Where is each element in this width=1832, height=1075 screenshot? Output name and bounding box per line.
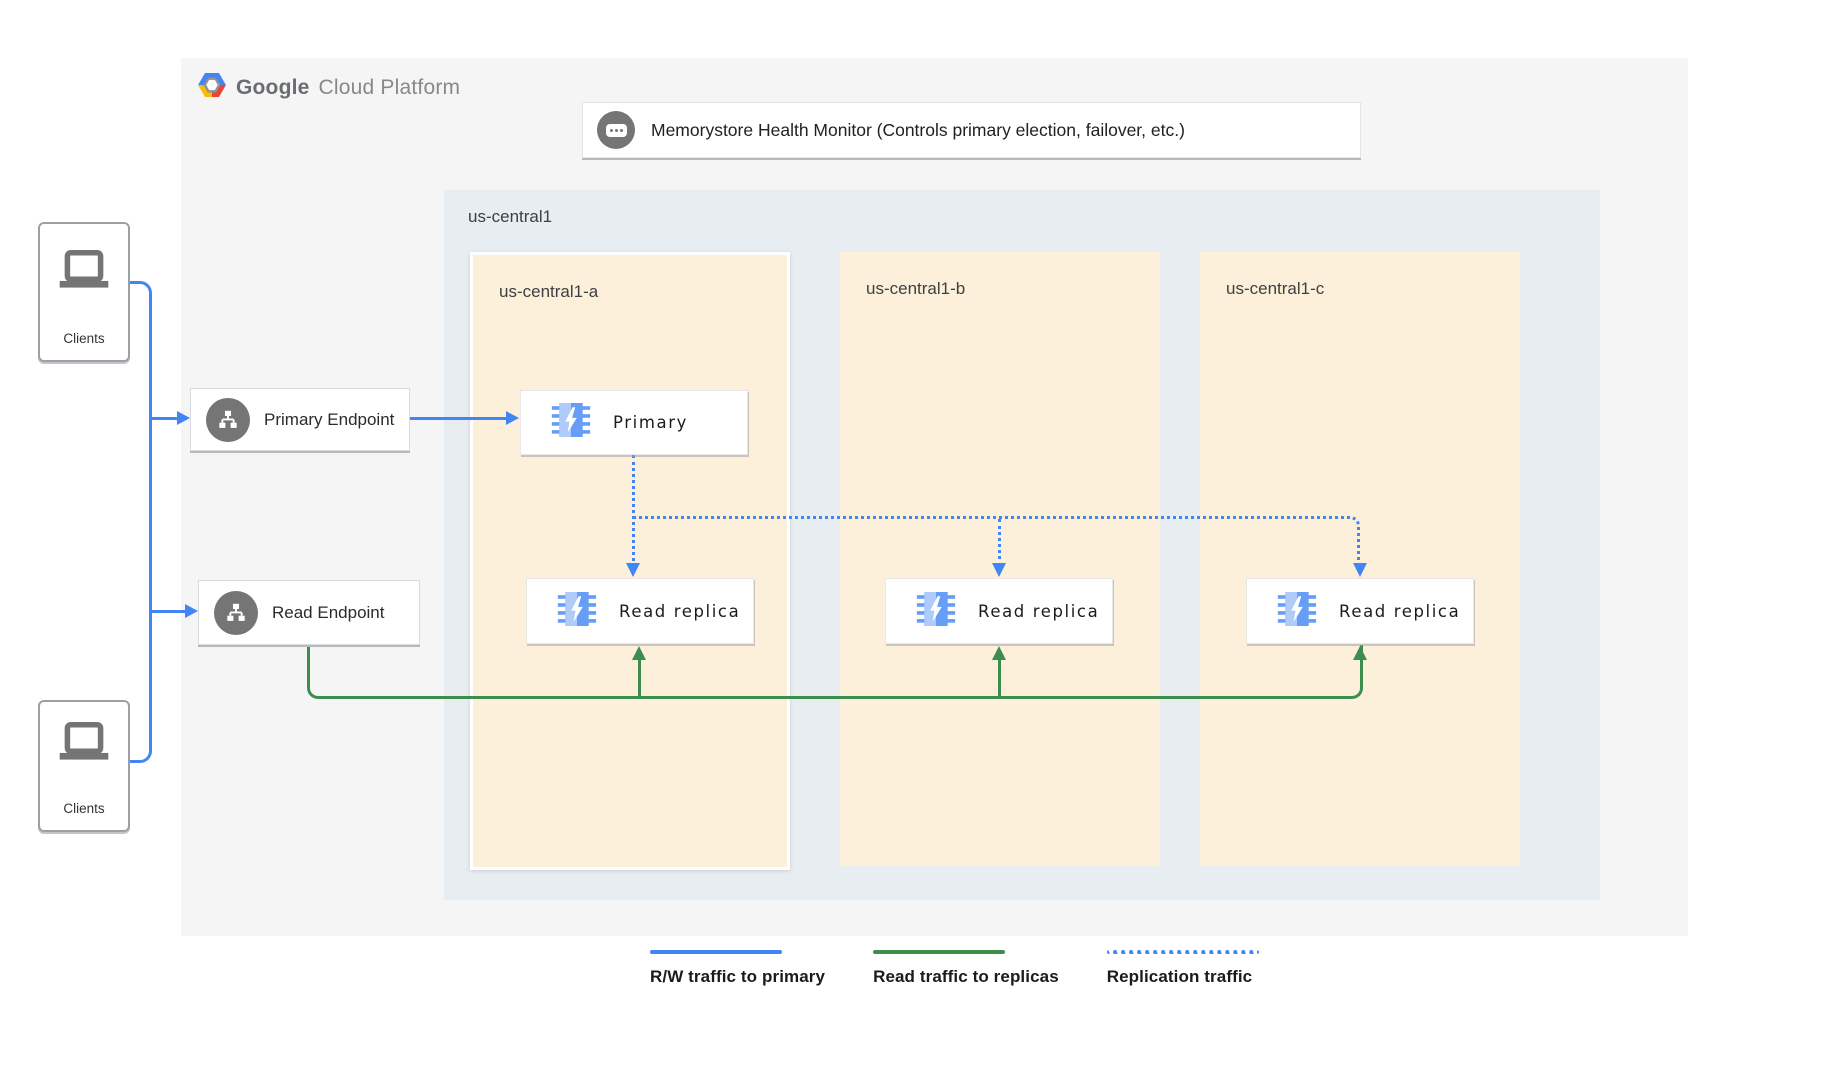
memorystore-icon: [557, 591, 597, 631]
clients-label: Clients: [63, 331, 105, 346]
ellipsis-monitor-icon: [597, 111, 635, 149]
read-replica-node-a: Read replica: [526, 578, 754, 644]
read-replica-label: Read replica: [1339, 601, 1461, 621]
rw-arrowhead-primary-endpoint: [177, 411, 190, 425]
read-traffic-vertical-a: [638, 659, 641, 699]
health-monitor-label: Memorystore Health Monitor (Controls pri…: [651, 119, 1185, 140]
legend-line-blue-dotted: [1106, 950, 1259, 954]
replication-line-vertical-a: [632, 455, 635, 567]
zone-b-label: us-central1-b: [866, 279, 966, 298]
replication-arrowhead-a: [626, 563, 640, 577]
rw-arrowhead-read-endpoint: [185, 604, 198, 618]
read-endpoint-label: Read Endpoint: [272, 602, 385, 622]
read-replica-label: Read replica: [619, 601, 741, 621]
zone-us-central1-c: us-central1-c: [1200, 252, 1520, 866]
client-routing-line: [129, 281, 152, 763]
laptop-icon: [59, 722, 109, 760]
primary-endpoint-box: Primary Endpoint: [190, 388, 410, 451]
read-endpoint-box: Read Endpoint: [198, 580, 420, 645]
network-endpoint-icon: [214, 590, 258, 635]
primary-endpoint-label: Primary Endpoint: [264, 409, 395, 429]
legend-label: Replication traffic: [1106, 967, 1253, 986]
read-arrowhead-b: [992, 646, 1006, 660]
replication-arrowhead-b: [992, 563, 1006, 577]
read-traffic-line: [307, 645, 1363, 699]
legend-line-blue-solid: [650, 950, 782, 954]
read-replica-node-c: Read replica: [1246, 578, 1474, 644]
read-arrowhead-a: [632, 646, 646, 660]
read-replica-label: Read replica: [978, 601, 1100, 621]
zone-us-central1-a: us-central1-a: [470, 252, 790, 870]
clients-box-top: Clients: [38, 222, 130, 362]
read-arrowhead-c: [1353, 646, 1367, 660]
memorystore-icon: [916, 591, 956, 631]
replication-arrowhead-c: [1353, 563, 1367, 577]
zone-us-central1-b: us-central1-b: [840, 252, 1160, 866]
legend-item-read-traffic: Read traffic to replicas: [873, 950, 1059, 987]
region-us-central1: us-central1 us-central1-a us-central1-b …: [444, 190, 1600, 900]
replication-line-horizontal: [633, 516, 1360, 566]
rw-arrow-line-primary-endpoint: [152, 417, 178, 420]
region-label: us-central1: [468, 207, 553, 226]
memorystore-icon: [551, 403, 591, 442]
laptop-icon: [59, 250, 109, 288]
zone-a-label: us-central1-a: [499, 282, 599, 301]
health-monitor-box: Memorystore Health Monitor (Controls pri…: [582, 102, 1361, 158]
read-replica-node-b: Read replica: [885, 578, 1113, 644]
legend-item-replication-traffic: Replication traffic: [1106, 950, 1259, 987]
primary-node: Primary: [520, 390, 748, 455]
rw-arrow-line-read-endpoint: [152, 610, 186, 613]
logo-text-google: Google: [236, 75, 310, 99]
legend-label: Read traffic to replicas: [873, 967, 1059, 986]
gcp-logo: Google Cloud Platform: [197, 70, 460, 105]
gcp-hexagon-icon: [197, 70, 227, 105]
primary-label: Primary: [613, 413, 688, 432]
memorystore-icon: [1277, 591, 1317, 631]
rw-arrowhead-primary: [506, 411, 519, 425]
read-traffic-vertical-b: [998, 659, 1001, 699]
legend-item-rw-traffic: R/W traffic to primary: [650, 950, 825, 987]
rw-arrow-line-primary: [410, 417, 507, 420]
legend: R/W traffic to primary Read traffic to r…: [650, 950, 1259, 987]
replication-line-vertical-b: [998, 519, 1001, 566]
logo-text-cloud-platform: Cloud Platform: [318, 75, 461, 99]
zone-c-label: us-central1-c: [1226, 279, 1325, 298]
network-endpoint-icon: [206, 397, 250, 442]
legend-line-green-solid: [873, 950, 1006, 954]
clients-label: Clients: [63, 801, 105, 816]
clients-box-bottom: Clients: [38, 700, 130, 832]
legend-label: R/W traffic to primary: [650, 967, 826, 986]
